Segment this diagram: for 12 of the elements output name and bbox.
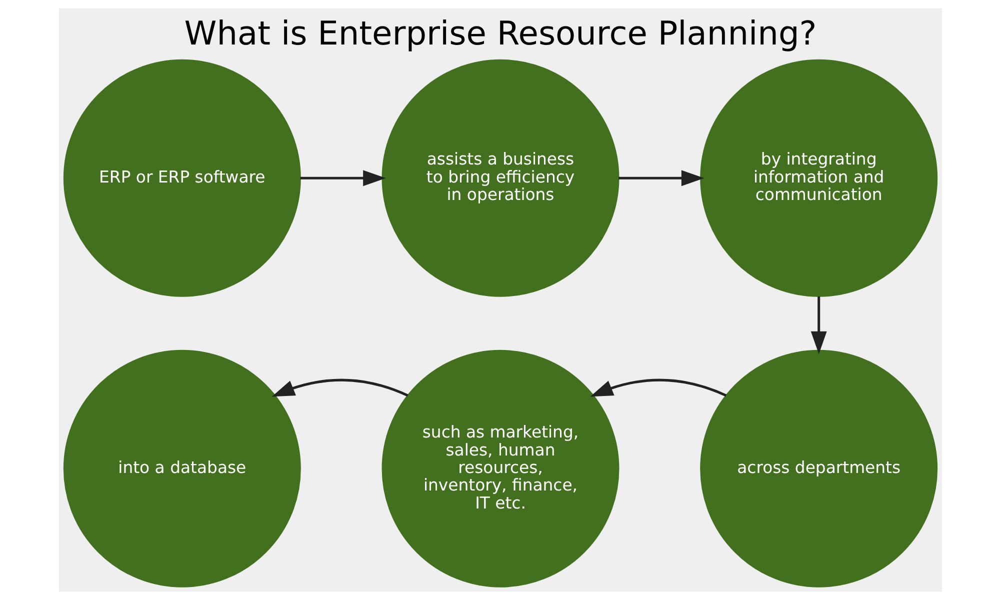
diagram-title: What is Enterprise Resource Planning?	[184, 14, 816, 53]
arrow	[271, 378, 408, 397]
arrow	[590, 378, 726, 397]
node-circle: assists a business to bring efficiency in operations	[381, 59, 619, 297]
node-circle: into a database	[62, 350, 300, 588]
arrow	[810, 296, 826, 354]
arrow	[300, 170, 386, 186]
arrow	[618, 170, 704, 186]
node-circle: such as marketing, sales, human resources, inventory, finance, IT etc.	[381, 350, 619, 588]
node-circle: across departments	[700, 350, 938, 588]
node-circle: ERP or ERP software	[62, 59, 300, 297]
node-circle: by integrating information and communication	[700, 59, 938, 297]
